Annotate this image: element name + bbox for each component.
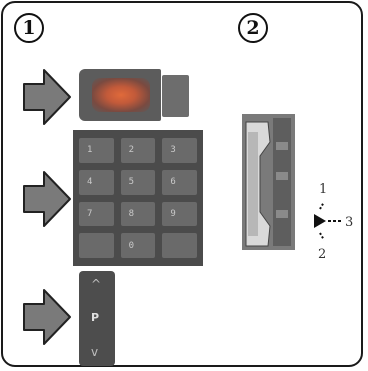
direction-label-2: 2 — [318, 247, 327, 262]
remote-top-cap — [162, 75, 189, 117]
key-0[interactable]: 0 — [120, 233, 156, 258]
direction-label-3: 3 — [345, 215, 354, 230]
program-rocker[interactable]: ^ P v — [79, 271, 115, 366]
tv-side-panel — [242, 114, 295, 250]
number-keypad: 1 2 3 4 5 6 7 8 9 0 — [73, 130, 203, 266]
step-1-badge: 1 — [14, 13, 44, 43]
key-extra-left[interactable] — [79, 233, 114, 258]
program-up-indicator: ^ — [91, 277, 102, 291]
key-8[interactable]: 8 — [120, 201, 156, 227]
key-6[interactable]: 6 — [162, 169, 197, 195]
key-7[interactable]: 7 — [79, 201, 114, 227]
direction-label-1: 1 — [319, 182, 328, 197]
arrow-right-icon — [23, 69, 71, 125]
step-2-badge: 2 — [238, 13, 268, 43]
arrow-right-icon — [23, 171, 71, 227]
key-2[interactable]: 2 — [120, 138, 156, 163]
program-down-indicator: v — [91, 345, 99, 359]
key-5[interactable]: 5 — [120, 169, 156, 195]
joystick-icon — [314, 201, 341, 241]
key-extra-right[interactable] — [162, 233, 197, 258]
standby-button[interactable] — [92, 78, 150, 112]
step-1-number: 1 — [22, 16, 36, 39]
key-3[interactable]: 3 — [162, 138, 197, 163]
key-9[interactable]: 9 — [162, 201, 197, 227]
program-label: P — [91, 311, 100, 324]
key-4[interactable]: 4 — [79, 169, 114, 195]
key-1[interactable]: 1 — [79, 138, 114, 163]
step-2-number: 2 — [246, 16, 260, 39]
arrow-right-icon — [23, 289, 71, 345]
